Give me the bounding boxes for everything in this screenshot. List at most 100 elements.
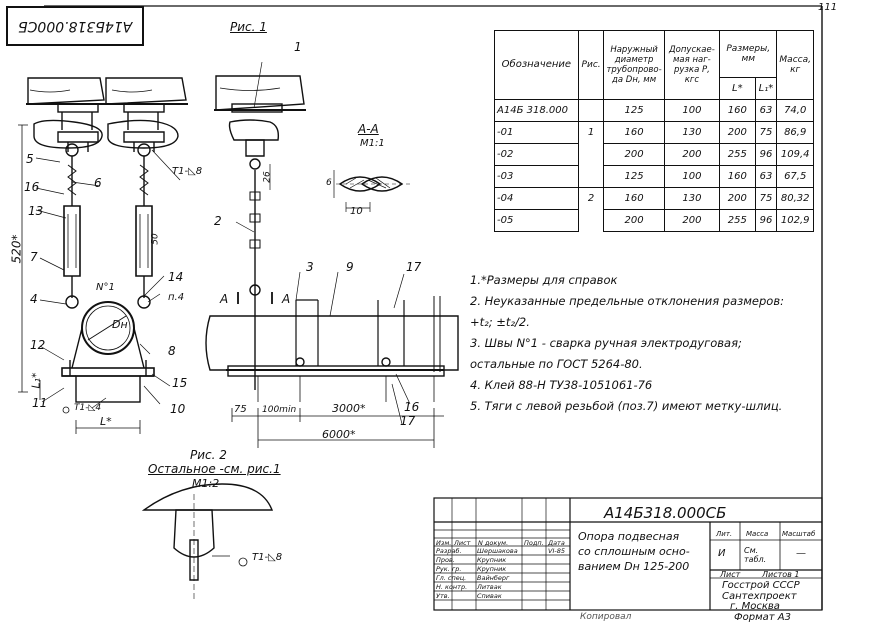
table-cell-code: -05	[494, 209, 579, 232]
tb-sheets: Листов 1	[762, 570, 800, 579]
table-cell-p: 130	[663, 121, 721, 144]
weld-t1-4: Т1-◺4	[74, 403, 102, 413]
table-cell-code: -02	[494, 143, 579, 166]
tb-lit-value: И	[718, 548, 726, 559]
table-cell-L1: 96	[754, 209, 778, 232]
table-cell-p: 100	[663, 99, 721, 122]
table-cell-p: 200	[663, 143, 721, 166]
tb-role: Пров.	[436, 556, 455, 564]
weld-t1-8: Т1-◺8	[172, 166, 203, 177]
table-cell-fig	[577, 99, 605, 122]
table-cell-d: 125	[603, 165, 665, 188]
table-cell-p: 100	[663, 165, 721, 188]
dim-l1: L₁*	[29, 372, 43, 389]
callout-12: 12	[30, 338, 46, 352]
callout-6: 6	[94, 176, 102, 190]
callout-17-top: 17	[406, 260, 422, 274]
table-cell-m: 67,5	[776, 165, 814, 188]
table-cell-L1: 63	[754, 165, 778, 188]
col-load: Допускае-мая наг-рузка Р, кгс	[663, 30, 721, 100]
table-cell-m: 74,0	[776, 99, 814, 122]
tb-name-2: со сплошным осно-	[578, 545, 690, 558]
col-diameter: Наружный диаметр трубопрово-да Dн, мм	[603, 30, 665, 100]
tb-col-izm: Изм.	[436, 539, 452, 547]
note-3: 3. Швы N°1 - сварка ручная электродугова…	[470, 336, 742, 350]
tb-col-date: Дата	[548, 539, 565, 547]
fig1-front-view	[18, 77, 188, 434]
tb-mass-value: См. табл.	[744, 546, 767, 564]
fig2-note: Остальное -см. рис.1	[148, 462, 281, 476]
callout-15: 15	[172, 376, 188, 390]
col-mass: Масса, кг	[776, 30, 814, 100]
table-cell-L1: 63	[754, 99, 778, 122]
tb-sheet: Лист	[720, 570, 741, 579]
col-dims: Размеры, мм	[719, 30, 778, 78]
callout-10: 10	[170, 402, 186, 416]
table-cell-L: 255	[719, 143, 756, 166]
table-cell-d: 160	[603, 187, 665, 210]
note-3-cont: остальные по ГОСТ 5264-80.	[470, 357, 643, 371]
table-cell-m: 109,4	[776, 143, 814, 166]
table-cell-fig	[577, 209, 605, 232]
note-2-tolerance: +t₂; ±t₂/2.	[470, 315, 530, 329]
tb-col-list: Лист	[454, 539, 471, 547]
callout-16-side: 16	[404, 400, 420, 414]
dim-6000: 6000*	[322, 428, 356, 441]
table-cell-m: 102,9	[776, 209, 814, 232]
dim-10: 10	[350, 206, 363, 217]
tb-org-3: г. Москва	[730, 601, 780, 612]
callout-2: 2	[214, 214, 222, 228]
table-cell-L: 160	[719, 99, 756, 122]
tb-org-2: Сантехпроект	[722, 591, 797, 602]
col-fig: Рис.	[577, 30, 605, 100]
tb-format: Формат А3	[734, 612, 791, 623]
dim-dn: Dн	[112, 318, 128, 331]
dim-520: 520*	[9, 234, 24, 264]
table-cell-d: 200	[603, 143, 665, 166]
table-cell-m: 86,9	[776, 121, 814, 144]
tb-name-1: Опора подвесная	[578, 530, 680, 543]
table-cell-m: 80,32	[776, 187, 814, 210]
title-block-lines	[433, 497, 823, 611]
tb-person: Крупник	[477, 556, 507, 564]
dim-3000: 3000*	[332, 402, 366, 415]
section-mark-a-right: А	[282, 292, 291, 306]
tb-doc-code: А14Б318.000СБ	[604, 504, 727, 522]
tb-col-doc: N докум.	[478, 539, 509, 547]
tb-person: Вайнберг	[477, 574, 510, 582]
callout-17-side: 17	[400, 414, 416, 428]
fig1-side-view	[205, 61, 459, 448]
table-cell-p: 130	[663, 187, 721, 210]
table-cell-d: 160	[603, 121, 665, 144]
tb-role: Разраб.	[436, 547, 462, 555]
note-5: 5. Тяги с левой резьбой (поз.7) имеют ме…	[470, 399, 783, 413]
table-cell-fig	[577, 165, 605, 188]
section-mark-a-left: А	[220, 292, 229, 306]
table-subheader-row: L* L₁*	[495, 77, 814, 100]
col-code: Обозначение	[494, 30, 579, 100]
tb-mass-header: Масса	[746, 530, 769, 538]
note-2: 2. Неуказанные предельные отклонения раз…	[470, 294, 784, 308]
table-cell-L: 200	[719, 187, 756, 210]
col-l: L*	[719, 77, 756, 100]
tb-person: Литвак	[477, 583, 502, 591]
callout-7: 7	[30, 250, 38, 264]
tb-scale-header: Масштаб	[782, 530, 816, 538]
weld-no1: N°1	[96, 282, 115, 293]
callout-16: 16	[24, 180, 40, 194]
table-cell-L: 255	[719, 209, 756, 232]
fig2-title: Рис. 2	[190, 448, 227, 462]
dim-75: 75	[234, 404, 247, 415]
callout-8: 8	[168, 344, 176, 358]
note-1: 1.*Размеры для справок	[470, 273, 618, 287]
table-cell-L: 160	[719, 165, 756, 188]
tb-col-sign: Подп.	[524, 539, 544, 547]
callout-1: 1	[294, 40, 302, 54]
specification-table: Обозначение Рис. Наружный диаметр трубоп…	[494, 30, 814, 232]
table-cell-L1: 75	[754, 187, 778, 210]
tb-date: VI-85	[548, 547, 565, 555]
